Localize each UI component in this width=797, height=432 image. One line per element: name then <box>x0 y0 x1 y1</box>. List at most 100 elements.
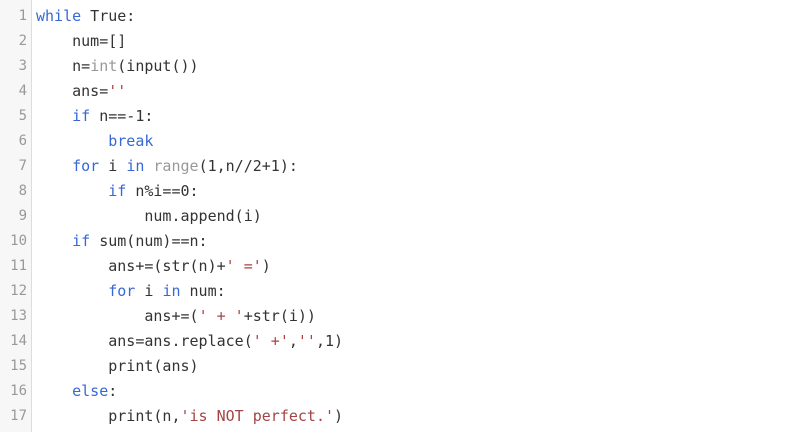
code-text[interactable]: if sum(num)==n: <box>36 229 208 254</box>
code-token <box>36 107 72 125</box>
code-line[interactable]: 12 for i in num: <box>0 279 797 304</box>
code-line[interactable]: 3 n=int(input()) <box>0 54 797 79</box>
code-token <box>36 282 108 300</box>
code-text[interactable]: if n==-1: <box>36 104 153 129</box>
line-number: 14 <box>10 333 27 349</box>
code-text[interactable]: for i in range(1,n//2+1): <box>36 154 298 179</box>
code-token <box>36 132 108 150</box>
code-token: , <box>288 332 298 350</box>
code-text[interactable]: while True: <box>36 4 135 29</box>
code-token: ' + ' <box>198 307 244 325</box>
line-number: 6 <box>18 133 27 149</box>
code-line[interactable]: 5 if n==-1: <box>0 104 797 129</box>
code-token: break <box>108 132 154 150</box>
code-line[interactable]: 4 ans='' <box>0 79 797 104</box>
code-token <box>36 157 72 175</box>
code-token: num.append(i) <box>36 207 262 225</box>
code-token: '' <box>297 332 316 350</box>
code-token: range <box>153 157 199 175</box>
code-token: ans= <box>36 82 109 100</box>
code-text[interactable]: ans+=(str(n)+' =') <box>36 254 271 279</box>
code-token: in <box>162 282 181 300</box>
code-token: num: <box>180 282 226 300</box>
code-token: (input()) <box>117 57 199 75</box>
code-text[interactable]: ans+=(' + '+str(i)) <box>36 304 316 329</box>
code-line[interactable]: 14 ans=ans.replace(' +','',1) <box>0 329 797 354</box>
code-line[interactable]: 9 num.append(i) <box>0 204 797 229</box>
code-text[interactable]: ans=ans.replace(' +','',1) <box>36 329 343 354</box>
code-token: print(ans) <box>36 357 199 375</box>
code-token: print(n, <box>36 407 181 425</box>
code-line[interactable]: 10 if sum(num)==n: <box>0 229 797 254</box>
code-token: ) <box>261 257 271 275</box>
code-token: +str(i)) <box>243 307 316 325</box>
code-text[interactable]: num.append(i) <box>36 204 262 229</box>
code-token: i <box>99 157 127 175</box>
code-text[interactable]: else: <box>36 379 117 404</box>
code-line[interactable]: 6 break <box>0 129 797 154</box>
code-token: while <box>36 7 82 25</box>
line-number: 16 <box>10 383 27 399</box>
code-text[interactable]: break <box>36 129 153 154</box>
line-number: 10 <box>10 233 27 249</box>
code-text[interactable]: print(ans) <box>36 354 199 379</box>
code-token: else <box>72 382 109 400</box>
code-token: ' =' <box>225 257 262 275</box>
code-line[interactable]: 11 ans+=(str(n)+' =') <box>0 254 797 279</box>
code-text[interactable]: print(n,'is NOT perfect.') <box>36 404 343 429</box>
code-token: ans=ans.replace( <box>36 332 253 350</box>
line-number: 2 <box>18 33 27 49</box>
code-line[interactable]: 2 num=[] <box>0 29 797 54</box>
code-token: n= <box>36 57 91 75</box>
code-token: if <box>108 182 127 200</box>
code-token: 'is NOT perfect.' <box>180 407 335 425</box>
code-text[interactable]: ans='' <box>36 79 126 104</box>
code-token: n==-1: <box>90 107 154 125</box>
code-line[interactable]: 8 if n%i==0: <box>0 179 797 204</box>
code-token: in <box>126 157 145 175</box>
code-text[interactable]: num=[] <box>36 29 126 54</box>
line-number: 15 <box>10 358 27 374</box>
code-token: if <box>72 232 91 250</box>
line-number: 5 <box>18 108 27 124</box>
code-token: if <box>72 107 91 125</box>
code-token: ans+=(str(n)+ <box>36 257 226 275</box>
code-token: True: <box>81 7 136 25</box>
line-number-gutter <box>0 0 32 432</box>
code-token: n%i==0: <box>126 182 199 200</box>
code-line[interactable]: 15 print(ans) <box>0 354 797 379</box>
code-token: i <box>135 282 163 300</box>
line-number: 9 <box>18 208 27 224</box>
code-token: (1,n//2+1): <box>198 157 298 175</box>
line-number: 17 <box>10 408 27 424</box>
code-text[interactable]: n=int(input()) <box>36 54 199 79</box>
code-line[interactable]: 16 else: <box>0 379 797 404</box>
code-line[interactable]: 13 ans+=(' + '+str(i)) <box>0 304 797 329</box>
code-token: sum(num)==n: <box>90 232 208 250</box>
code-token: ans+=( <box>36 307 199 325</box>
code-token <box>36 182 108 200</box>
code-token: int <box>90 57 118 75</box>
line-number: 1 <box>18 8 27 24</box>
code-token: num=[] <box>36 32 127 50</box>
code-token: for <box>72 157 100 175</box>
code-token: ,1) <box>315 332 344 350</box>
line-number: 3 <box>18 58 27 74</box>
code-token: : <box>108 382 118 400</box>
line-number: 11 <box>10 258 27 274</box>
code-token <box>36 382 72 400</box>
code-line[interactable]: 7 for i in range(1,n//2+1): <box>0 154 797 179</box>
code-line[interactable]: 17 print(n,'is NOT perfect.') <box>0 404 797 429</box>
code-line[interactable]: 1 while True: <box>0 4 797 29</box>
line-number: 12 <box>10 283 27 299</box>
line-number: 8 <box>18 183 27 199</box>
line-number: 7 <box>18 158 27 174</box>
line-number: 13 <box>10 308 27 324</box>
code-text[interactable]: for i in num: <box>36 279 226 304</box>
code-token: ) <box>334 407 344 425</box>
code-token: for <box>108 282 136 300</box>
code-text[interactable]: if n%i==0: <box>36 179 199 204</box>
line-number: 4 <box>18 83 27 99</box>
